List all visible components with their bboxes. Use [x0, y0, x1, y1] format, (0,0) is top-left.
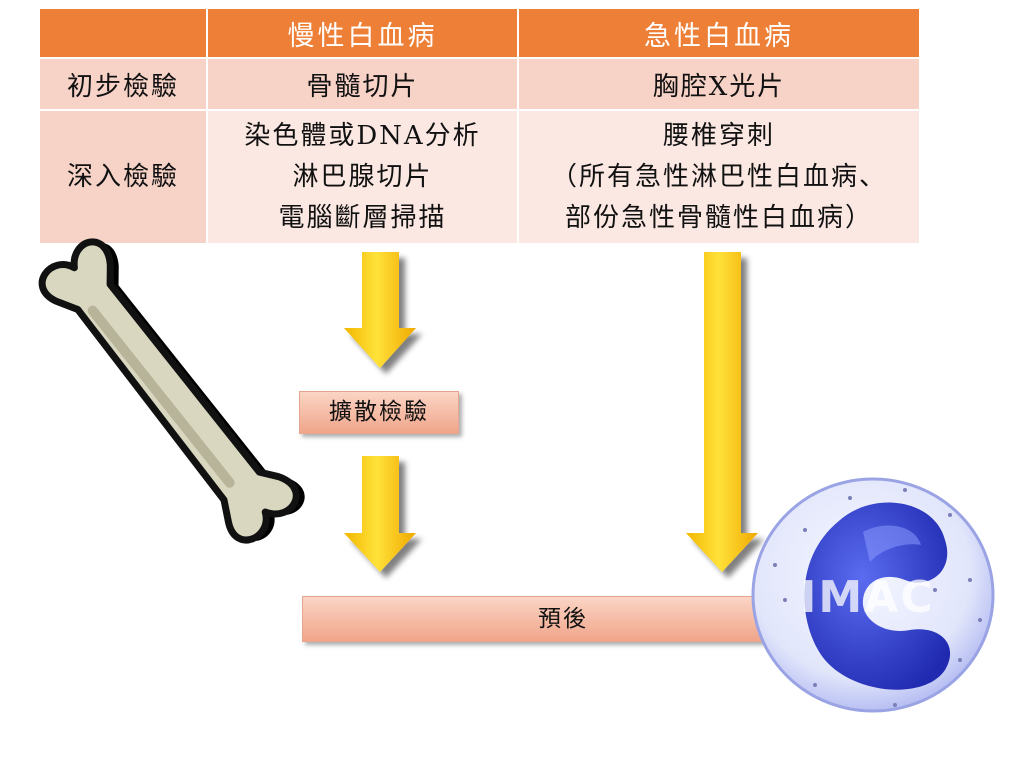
cell-line: 腰椎穿刺 — [662, 120, 775, 151]
down-arrow-icon — [686, 252, 758, 572]
cell-acute-advanced: 腰椎穿刺 （所有急性淋巴性白血病、 部份急性骨髓性白血病） — [517, 109, 921, 245]
bone-illustration — [38, 238, 305, 544]
white-blood-cell-illustration — [751, 477, 995, 713]
cell-line: 染色體或DNA分析 — [244, 120, 481, 151]
cell-line: 電腦斷層掃描 — [278, 202, 447, 233]
row-label-initial: 初步檢驗 — [38, 57, 208, 111]
spread-test-box: 擴散檢驗 — [299, 391, 459, 434]
table-row: 深入檢驗 染色體或DNA分析 淋巴腺切片 電腦斷層掃描 腰椎穿刺 （所有急性淋巴… — [38, 109, 921, 245]
prognosis-box: 預後 — [302, 596, 824, 642]
down-arrow-icon — [344, 456, 416, 572]
cell-line: 胸腔X光片 — [652, 71, 786, 102]
header-row: 慢性白血病 急性白血病 — [38, 7, 921, 59]
cell-chronic-initial: 骨髓切片 — [206, 57, 519, 111]
table-row: 初步檢驗 骨髓切片 胸腔X光片 — [38, 57, 921, 111]
cell-line: 淋巴腺切片 — [292, 161, 433, 192]
header-chronic: 慢性白血病 — [206, 7, 519, 59]
watermark-text: IMAC — [800, 572, 935, 623]
header-empty — [38, 7, 208, 59]
row-label-advanced: 深入檢驗 — [38, 109, 208, 245]
cell-line: （所有急性淋巴性白血病、 — [550, 161, 887, 192]
header-acute: 急性白血病 — [517, 7, 921, 59]
down-arrow-icon — [344, 252, 416, 368]
cell-line: 部份急性骨髓性白血病） — [564, 202, 873, 233]
cell-line: 骨髓切片 — [306, 71, 419, 102]
cell-acute-initial: 胸腔X光片 — [517, 57, 921, 111]
cell-chronic-advanced: 染色體或DNA分析 淋巴腺切片 電腦斷層掃描 — [206, 109, 519, 245]
comparison-table: 慢性白血病 急性白血病 初步檢驗 骨髓切片 胸腔X光片 深入檢驗 染色體或DNA… — [38, 7, 921, 245]
